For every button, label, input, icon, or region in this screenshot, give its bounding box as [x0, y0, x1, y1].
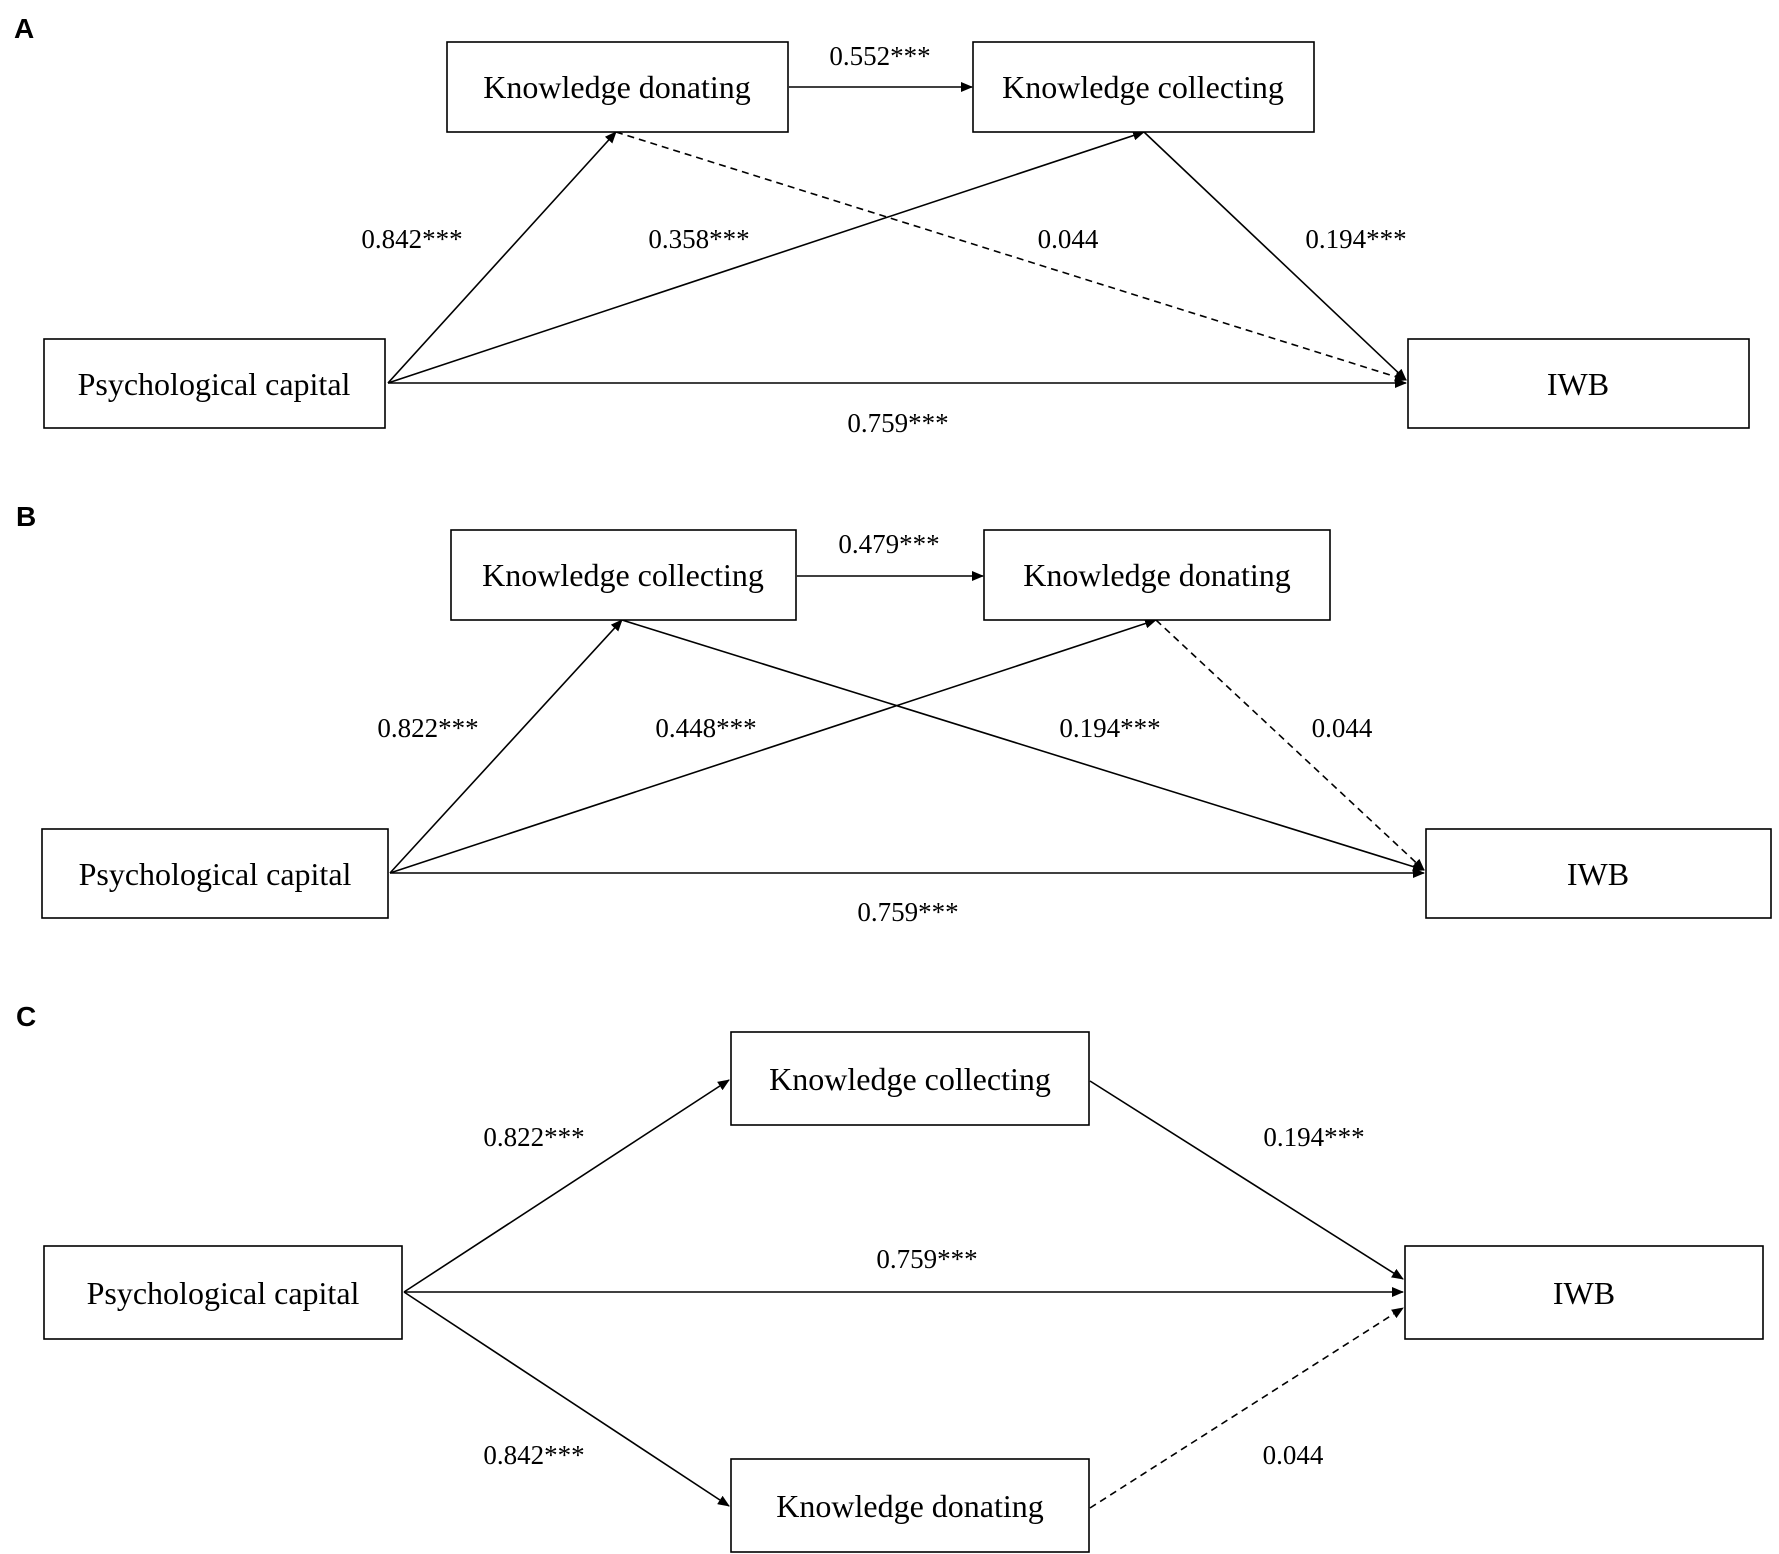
- node-b-iwb: IWB: [1425, 828, 1772, 919]
- edge-a-psycap-to-med1: [387, 131, 617, 384]
- panel-c-label: C: [16, 1001, 36, 1032]
- edge-c-psycap-to-top: [403, 1079, 730, 1293]
- node-b-psycap: Psychological capital: [41, 828, 389, 919]
- node-b-psycap-label: Psychological capital: [79, 856, 352, 892]
- edge-b-med2-to-iwb: [1155, 619, 1425, 871]
- coef-b-psycap-to-med1: 0.822***: [377, 713, 478, 743]
- edge-b-psycap-to-med1: [389, 619, 623, 874]
- node-b-med2-label: Knowledge donating: [1023, 557, 1291, 593]
- node-c-top-label: Knowledge collecting: [769, 1061, 1051, 1097]
- node-a-psycap: Psychological capital: [43, 338, 386, 429]
- node-c-bottom-label: Knowledge donating: [776, 1488, 1044, 1524]
- edge-c-psycap-to-bottom: [403, 1291, 730, 1507]
- node-a-iwb-label: IWB: [1547, 366, 1609, 402]
- edge-a-med1-to-iwb: [615, 131, 1407, 382]
- panel-c: C Knowledge collecting Psychological cap…: [16, 1001, 1764, 1553]
- edge-b-med1-to-iwb: [621, 619, 1425, 872]
- coef-c-psycap-to-iwb: 0.759***: [876, 1244, 977, 1274]
- coef-c-psycap-to-top: 0.822***: [483, 1122, 584, 1152]
- node-a-med2-label: Knowledge collecting: [1002, 69, 1284, 105]
- coef-a-psycap-to-iwb: 0.759***: [847, 408, 948, 438]
- coef-a-psycap-to-med1: 0.842***: [361, 224, 462, 254]
- edge-c-bottom-to-iwb: [1089, 1307, 1404, 1509]
- coef-b-med1-to-iwb: 0.194***: [1059, 713, 1160, 743]
- coef-c-bottom-to-iwb: 0.044: [1263, 1440, 1324, 1470]
- node-a-iwb: IWB: [1407, 338, 1750, 429]
- coef-a-med1-to-iwb: 0.044: [1038, 224, 1099, 254]
- node-b-med1: Knowledge collecting: [450, 529, 797, 621]
- node-c-bottom: Knowledge donating: [730, 1458, 1090, 1553]
- coef-b-psycap-to-iwb: 0.759***: [857, 897, 958, 927]
- node-a-psycap-label: Psychological capital: [78, 366, 351, 402]
- node-a-med2: Knowledge collecting: [972, 41, 1315, 133]
- node-c-top: Knowledge collecting: [730, 1031, 1090, 1126]
- coef-a-psycap-to-med2: 0.358***: [648, 224, 749, 254]
- node-c-iwb: IWB: [1404, 1245, 1764, 1340]
- panel-a-label: A: [14, 13, 34, 44]
- edge-a-med2-to-iwb: [1143, 131, 1407, 381]
- node-a-med1-label: Knowledge donating: [483, 69, 751, 105]
- node-b-med2: Knowledge donating: [983, 529, 1331, 621]
- coef-c-psycap-to-bottom: 0.842***: [483, 1440, 584, 1470]
- edge-c-top-to-iwb: [1089, 1080, 1404, 1280]
- coef-a-med1-to-med2: 0.552***: [829, 41, 930, 71]
- coef-a-med2-to-iwb: 0.194***: [1305, 224, 1406, 254]
- coef-b-med2-to-iwb: 0.044: [1312, 713, 1373, 743]
- node-c-psycap: Psychological capital: [43, 1245, 403, 1340]
- node-c-psycap-label: Psychological capital: [87, 1275, 360, 1311]
- node-b-med1-label: Knowledge collecting: [482, 557, 764, 593]
- node-c-iwb-label: IWB: [1553, 1275, 1615, 1311]
- node-a-med1: Knowledge donating: [446, 41, 789, 133]
- coef-c-top-to-iwb: 0.194***: [1263, 1122, 1364, 1152]
- edge-a-psycap-to-med2: [387, 130, 1145, 384]
- node-b-iwb-label: IWB: [1567, 856, 1629, 892]
- panel-b-label: B: [16, 501, 36, 532]
- coef-b-psycap-to-med2: 0.448***: [655, 713, 756, 743]
- coef-b-med1-to-med2: 0.479***: [838, 529, 939, 559]
- edge-b-psycap-to-med2: [389, 618, 1157, 874]
- panel-a: A Knowledge donating Knowledge collectin…: [14, 13, 1750, 438]
- panel-b: B Knowledge collecting Knowledge donatin…: [16, 501, 1772, 927]
